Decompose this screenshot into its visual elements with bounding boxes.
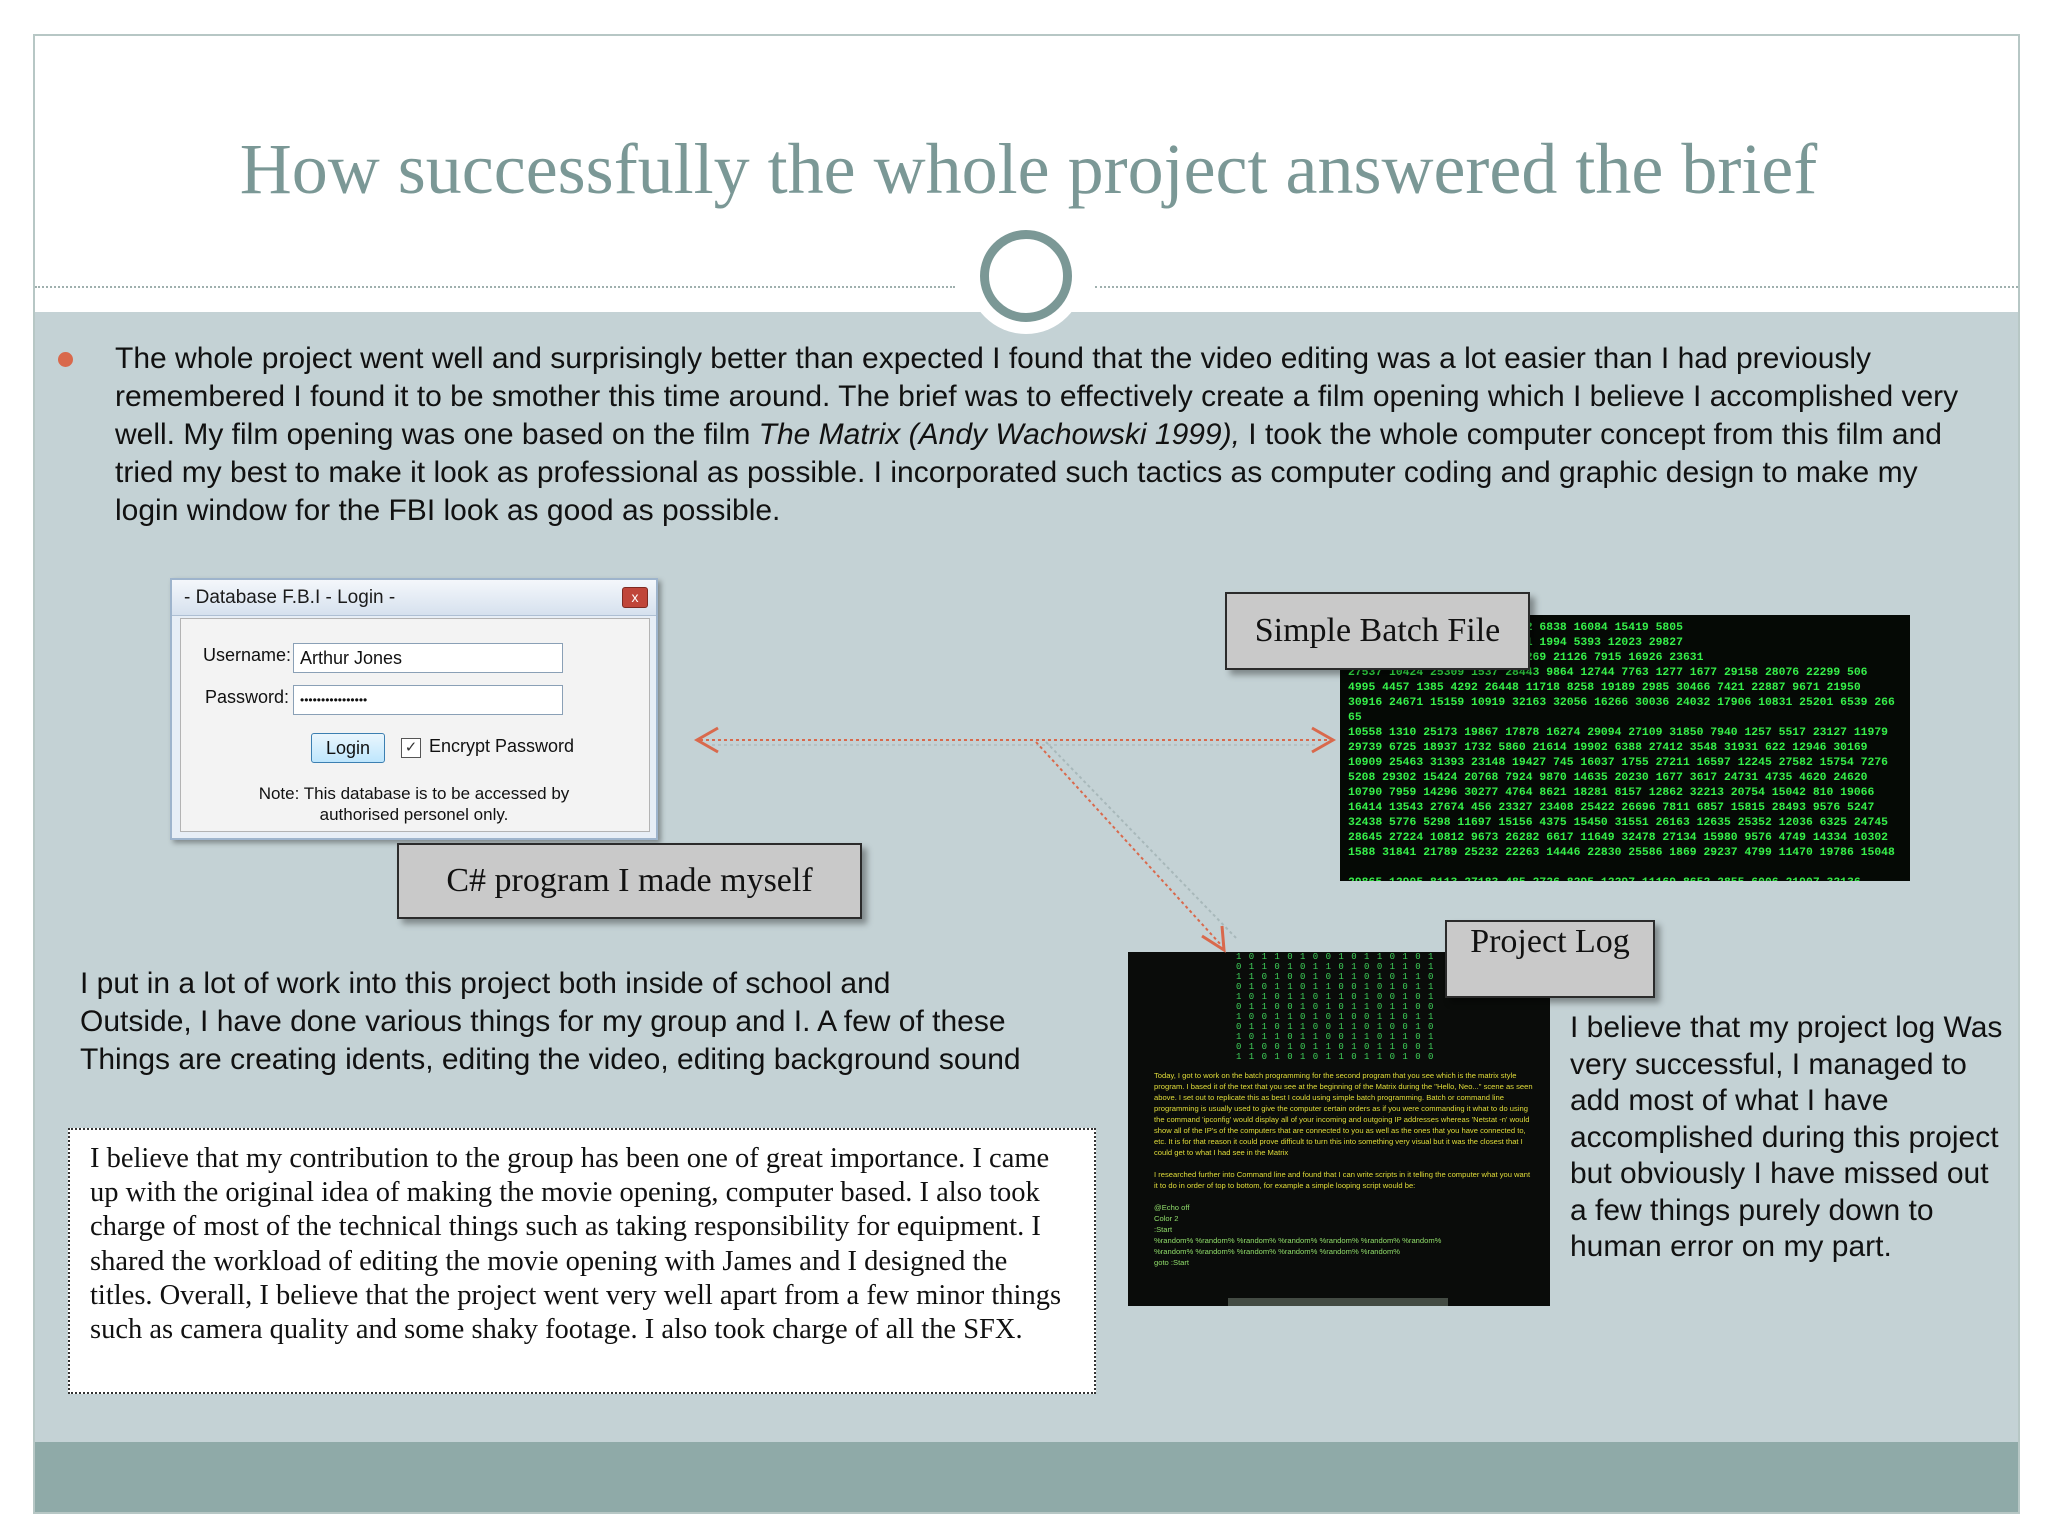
encrypt-password-label: Encrypt Password bbox=[429, 736, 575, 756]
project-log-reflection: I believe that my project log Was very s… bbox=[1570, 1011, 2003, 1263]
log-paragraph: Today, I got to work on the batch progra… bbox=[1154, 1071, 1533, 1157]
matrix-rain-line: 1 0 1 1 0 1 1 0 0 1 1 0 1 1 0 1 0 1 bbox=[1236, 1032, 1436, 1042]
matrix-rain-line: 1 1 0 1 0 1 0 1 1 0 1 1 0 1 0 0 1 1 bbox=[1236, 1052, 1436, 1062]
matrix-number-line: 10558 1310 25173 19867 17878 16274 29094… bbox=[1348, 727, 1889, 739]
matrix-number-line: 27537 10424 25309 1537 28443 9864 12744 … bbox=[1348, 667, 1868, 679]
log-footer-bar bbox=[1228, 1298, 1448, 1306]
matrix-number-line: 28645 27224 10812 9673 26282 6617 11649 … bbox=[1348, 832, 1889, 844]
login-window-screenshot: - Database F.B.I - Login - x Username: A… bbox=[170, 578, 658, 840]
project-log-text: Today, I got to work on the batch progra… bbox=[1154, 1070, 1534, 1268]
password-label: Password: bbox=[205, 687, 290, 707]
matrix-number-line bbox=[1348, 861, 1902, 876]
close-icon[interactable]: x bbox=[622, 587, 648, 608]
matrix-number-line: 29739 6725 18937 1732 5860 21614 19902 6… bbox=[1348, 742, 1868, 754]
contribution-text: I believe that my contribution to the gr… bbox=[90, 1143, 1062, 1346]
matrix-number-line: 30916 24671 15159 10919 32163 32056 1626… bbox=[1348, 697, 1895, 709]
matrix-rain-line: 1 0 1 0 1 1 0 1 1 0 1 0 0 1 0 1 1 0 bbox=[1236, 992, 1436, 1002]
matrix-rain-line: 1 1 0 1 0 0 1 0 1 1 0 1 0 1 1 0 1 0 bbox=[1236, 972, 1436, 982]
divider-line-left bbox=[35, 286, 955, 288]
matrix-rain-line: 0 1 1 0 0 1 0 1 0 1 1 0 1 1 0 0 1 1 bbox=[1236, 1002, 1436, 1012]
caption-csharp-program: C# program I made myself bbox=[397, 843, 862, 919]
work-line: Things are creating idents, editing the … bbox=[80, 1043, 1021, 1076]
matrix-rain-line: 0 1 0 1 1 0 1 1 0 0 1 0 1 0 1 1 0 1 bbox=[1236, 982, 1436, 992]
matrix-number-line: 65 bbox=[1348, 712, 1362, 724]
caption-simple-batch-file: Simple Batch File bbox=[1225, 592, 1530, 670]
matrix-rain-line: 1 0 0 1 1 0 1 0 1 0 0 1 1 0 1 1 0 1 bbox=[1236, 1012, 1436, 1022]
username-label: Username: bbox=[203, 645, 292, 665]
film-reference: The Matrix (Andy Wachowski 1999), bbox=[758, 418, 1240, 451]
circle-ornament-icon bbox=[980, 230, 1072, 322]
matrix-rain-line: 1 0 1 1 0 1 0 0 1 0 1 1 0 1 0 1 1 0 bbox=[1236, 952, 1436, 962]
bullet-paragraph: The whole project went well and surprisi… bbox=[115, 340, 1960, 530]
matrix-rain-line: 0 1 1 0 1 1 0 0 1 1 0 1 0 0 1 0 1 0 bbox=[1236, 1022, 1436, 1032]
access-note: Note: This database is to be accessed by… bbox=[258, 784, 570, 824]
log-code-line: %random% %random% %random% %random% %ran… bbox=[1154, 1247, 1401, 1256]
log-code-line: @Echo off bbox=[1154, 1203, 1190, 1212]
work-line: I put in a lot of work into this project… bbox=[80, 967, 891, 1000]
slide-title: How successfully the whole project answe… bbox=[239, 129, 1818, 209]
bullet-text-end: I took the whole computer concept from t… bbox=[115, 418, 1942, 527]
matrix-rain-line: 0 1 0 0 1 0 1 1 0 1 0 1 1 0 0 1 1 0 bbox=[1236, 1042, 1436, 1052]
contribution-textbox: I believe that my contribution to the gr… bbox=[68, 1128, 1096, 1394]
log-code-line: %random% %random% %random% %random% %ran… bbox=[1154, 1236, 1442, 1245]
log-code-line: Color 2 bbox=[1154, 1214, 1179, 1223]
login-button[interactable]: Login bbox=[311, 733, 385, 763]
log-paragraph: I researched further into Command line a… bbox=[1154, 1170, 1531, 1190]
divider-line-right bbox=[1095, 286, 2018, 288]
log-code-line: :Start bbox=[1154, 1225, 1173, 1234]
log-code-line: goto :Start bbox=[1154, 1258, 1190, 1267]
login-titlebar: - Database F.B.I - Login - x bbox=[172, 580, 656, 616]
work-line: Outside, I have done various things for … bbox=[80, 1005, 1006, 1038]
encrypt-password-checkbox[interactable]: ✓ bbox=[401, 738, 421, 758]
login-window-title: - Database F.B.I - Login - bbox=[184, 587, 396, 608]
username-field[interactable]: Arthur Jones bbox=[293, 643, 563, 673]
work-description: I put in a lot of work into this project… bbox=[80, 965, 1140, 1079]
matrix-number-line: 10790 7959 14296 30277 4764 8621 18281 8… bbox=[1348, 787, 1875, 799]
matrix-number-line: 5208 29302 15424 20768 7924 9870 14635 2… bbox=[1348, 772, 1868, 784]
password-field[interactable]: •••••••••••••••• bbox=[293, 685, 563, 715]
matrix-number-line: 1588 31841 21789 25232 22263 14446 22830… bbox=[1348, 847, 1895, 859]
matrix-rain-image: 1 0 1 1 0 1 0 0 1 0 1 1 0 1 0 1 1 00 1 1… bbox=[1236, 952, 1436, 1062]
matrix-number-line: 32438 5776 5298 11697 15156 4375 15450 3… bbox=[1348, 817, 1889, 829]
matrix-number-line: 16414 13543 27674 456 23327 23408 25422 … bbox=[1348, 802, 1875, 814]
caption-project-log: Project Log bbox=[1445, 920, 1655, 998]
matrix-rain-line: 0 1 1 0 1 0 1 1 0 1 0 0 1 1 0 1 0 1 bbox=[1236, 962, 1436, 972]
login-form: Username: Arthur Jones Password: •••••••… bbox=[180, 618, 650, 832]
bullet-text-start: The whole project went well and surprisi… bbox=[115, 342, 1959, 451]
matrix-number-line: 29865 12905 8113 27183 485 2726 8295 122… bbox=[1348, 876, 1902, 881]
footer-band bbox=[35, 1442, 2018, 1512]
bullet-dot-icon bbox=[58, 352, 73, 367]
matrix-number-line: 10909 25463 31393 23148 19427 745 16037 … bbox=[1348, 757, 1889, 769]
project-log-screenshot: 1 0 1 1 0 1 0 0 1 0 1 1 0 1 0 1 1 00 1 1… bbox=[1128, 952, 1550, 1306]
matrix-number-line: 4995 4457 1385 4292 26448 11718 8258 191… bbox=[1348, 682, 1861, 694]
